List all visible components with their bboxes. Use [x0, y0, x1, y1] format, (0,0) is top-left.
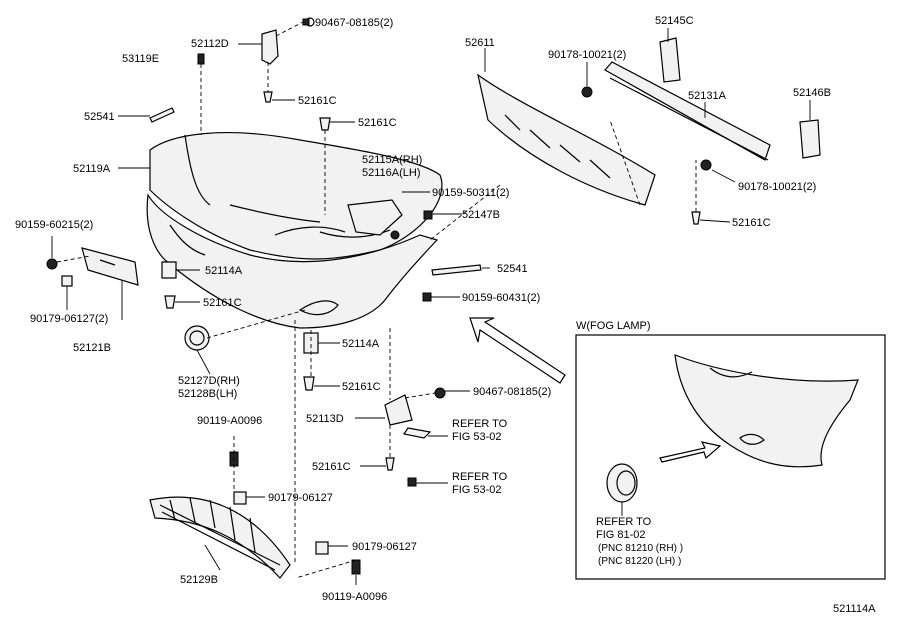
label-90159-50311: 90159-50311(2)	[432, 187, 509, 199]
label-52161C-b: 52161C	[358, 117, 397, 129]
leader-lines	[51, 21, 811, 585]
label-52127D: 52127D(RH)	[178, 375, 240, 387]
bolt-53119E	[197, 53, 205, 65]
label-52114A-b: 52114A	[342, 338, 380, 350]
label-52128B: 52128B(LH)	[178, 388, 237, 400]
bracket-52113D	[384, 394, 432, 439]
clip-52161C-a	[263, 91, 273, 103]
inset-refer-line2: FIG 81-02	[596, 529, 646, 541]
nut-90178-mid	[700, 159, 712, 171]
retainer-52114A-a	[161, 261, 177, 279]
bracket-52121B	[81, 247, 139, 286]
inset-pnc-lh: (PNC 81220 (LH) )	[598, 556, 681, 567]
label-52129B: 52129B	[180, 574, 218, 586]
bolt-90119-bottom	[351, 559, 361, 575]
label-52145C: 52145C	[655, 15, 694, 27]
reinforcement-52131A	[604, 61, 771, 161]
bolt-90159-60215	[46, 258, 58, 270]
label-90179-06127-b: 90179-06127	[352, 541, 417, 553]
fog-lamp-inset	[575, 334, 886, 580]
nut-90178-top	[581, 86, 593, 98]
label-90179-06127-2: 90179-06127(2)	[30, 313, 108, 325]
label-52115A: 52115A(RH)	[362, 154, 422, 166]
clip-52161C-d	[303, 376, 315, 391]
label-90159-60215: 90159-60215(2)	[15, 219, 93, 231]
nut-52147B	[423, 210, 433, 220]
label-52116A: 52116A(LH)	[362, 167, 421, 179]
label-53119E: 53119E	[122, 53, 159, 65]
clip-90179-06127-a	[233, 491, 247, 505]
bolt-90159-60431	[422, 292, 432, 302]
diagram-id: 521114A	[833, 603, 876, 615]
view-direction-arrow	[469, 317, 566, 384]
inset-pnc-rh: (PNC 81210 (RH) )	[598, 543, 683, 554]
label-90178-top: 90178-10021(2)	[548, 49, 626, 61]
label-52114A-a: 52114A	[205, 265, 243, 277]
clip-90179-06127-b	[315, 541, 329, 555]
clip-52161C-c	[164, 295, 176, 309]
callout-labels: 90467-08185(2) 52112D 53119E 52161C 5254…	[15, 15, 876, 615]
clip-52161C-f	[691, 211, 701, 225]
bolt-refer-53-02	[407, 477, 417, 487]
label-52161C-c: 52161C	[203, 297, 242, 309]
retainer-52114A-b	[303, 332, 319, 354]
label-52146B: 52146B	[793, 87, 831, 99]
label-52131A: 52131A	[688, 90, 727, 102]
label-90159-60431: 90159-60431(2)	[462, 292, 540, 304]
fog-lamp-icon	[606, 463, 638, 503]
label-90467-top: 90467-08185(2)	[315, 17, 393, 29]
label-90119-bottom: 90119-A0096	[322, 591, 387, 603]
label-52541-a: 52541	[84, 111, 115, 123]
spacer-52541-a	[149, 107, 175, 123]
label-52119A: 52119A	[73, 163, 111, 175]
inset-title: W(FOG LAMP)	[576, 320, 651, 332]
refer-53-02-b-line2: FIG 53-02	[452, 484, 502, 496]
bracket-52146B	[799, 119, 821, 159]
clip-52161C-b	[319, 117, 331, 131]
screw-90467-top	[302, 17, 315, 27]
label-52113D: 52113D	[306, 413, 344, 425]
energy-absorber-52611	[477, 73, 656, 206]
bracket-52145C	[659, 37, 681, 83]
label-90119-top: 90119-A0096	[197, 415, 262, 427]
refer-53-02-b-line1: REFER TO	[452, 471, 508, 483]
nut-90179-06127	[61, 275, 73, 287]
label-90467-mid: 90467-08185(2)	[473, 386, 551, 398]
fog-lamp-cover-52127D	[184, 325, 210, 351]
label-52147B: 52147B	[462, 209, 500, 221]
label-52161C-f: 52161C	[732, 217, 771, 229]
spacer-52541-b	[431, 264, 482, 276]
lower-grille-52129B	[149, 496, 291, 579]
label-52121B: 52121B	[73, 342, 111, 354]
label-52161C-e: 52161C	[312, 461, 351, 473]
label-52541-b: 52541	[497, 263, 528, 275]
label-52161C-d: 52161C	[342, 381, 381, 393]
bracket-52112D	[261, 29, 279, 65]
label-52161C-a: 52161C	[298, 95, 337, 107]
bracket-52115A	[347, 199, 403, 240]
label-90178-mid: 90178-10021(2)	[738, 181, 816, 193]
label-52112D: 52112D	[191, 38, 229, 50]
clip-52161C-e	[385, 457, 395, 471]
label-52611: 52611	[465, 37, 495, 49]
inset-refer-line1: REFER TO	[596, 516, 652, 528]
screw-90467-mid	[434, 387, 446, 399]
label-90179-06127-a: 90179-06127	[268, 492, 333, 504]
refer-53-02-a-line2: FIG 53-02	[452, 431, 502, 443]
refer-53-02-a-line1: REFER TO	[452, 418, 508, 430]
